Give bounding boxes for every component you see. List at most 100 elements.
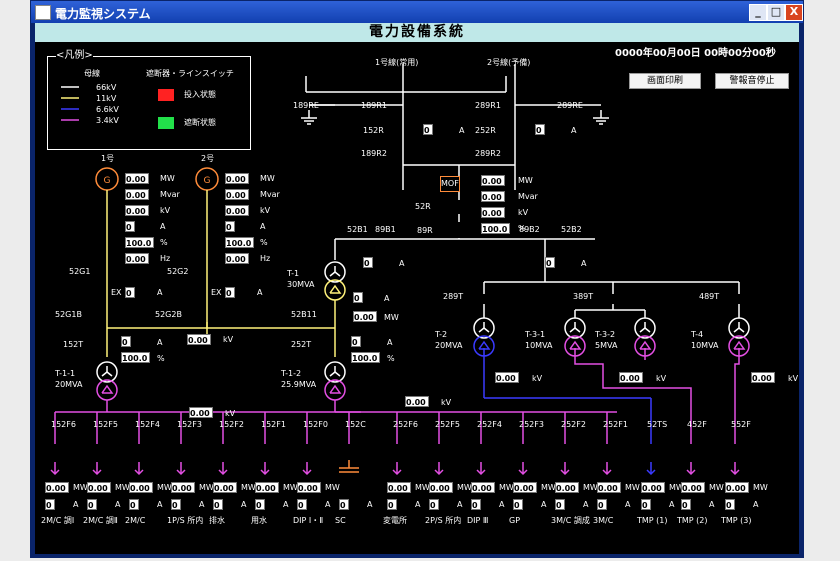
feeder-a-152C: 0	[339, 499, 349, 510]
close-button[interactable]: X	[785, 4, 803, 21]
unit-bus11-kV: kV	[223, 335, 234, 344]
feeder-arrow-head	[518, 469, 528, 476]
feeder-code-152F1: 152F1	[261, 420, 286, 429]
legend-line-66kv: 66kV	[96, 83, 117, 92]
legend-line-3kv: 3.4kV	[96, 116, 119, 125]
feeder-a-252F4: 0	[471, 499, 481, 510]
legend: <凡例> 母線 遮断器・ラインスイッチ 66kV 11kV 6.6kV 3.4k…	[47, 51, 251, 150]
gen2-value-2: 0.00	[225, 205, 249, 216]
value-T1-A: 0	[353, 292, 363, 303]
feeder-mw-unit-252F2: MW	[583, 483, 598, 492]
transformer-T11-primary	[96, 361, 118, 383]
transformer-T1-y	[329, 271, 336, 277]
label-89R: 89R	[417, 226, 433, 235]
gen2-unit-3: A	[260, 222, 266, 231]
meter-value-0: 0.00	[481, 175, 505, 186]
unit-252R-A: A	[571, 126, 577, 135]
feeder-arrow-head	[260, 469, 270, 476]
feeder-arrow-head	[302, 469, 312, 476]
feeder-code-52TS: 52TS	[647, 420, 668, 429]
legend-breaker-title: 遮断器・ラインスイッチ	[146, 69, 234, 78]
value-bus-left-kV: 0.00	[189, 407, 213, 418]
value-T1-MW: 0.00	[353, 311, 377, 322]
label-EX1: EX	[111, 288, 122, 297]
unit-52B1-A: A	[399, 259, 405, 268]
label-289R2: 289R2	[475, 149, 501, 158]
transformer-T11-y	[101, 371, 108, 377]
feeder-name-252F2: 3M/C 調成	[551, 516, 590, 525]
feeder-a-unit-152F5: A	[115, 500, 121, 509]
transformer-T2-y	[483, 327, 490, 333]
unit-T1-A: A	[384, 294, 390, 303]
feeder-a-252F2: 0	[555, 499, 565, 510]
feeder-code-152F3: 152F3	[177, 420, 202, 429]
gen1-unit-0: MW	[160, 174, 175, 183]
wire	[734, 348, 740, 444]
feeder-a-unit-252F1: A	[625, 500, 631, 509]
meter-unit-2: kV	[518, 208, 529, 217]
feeder-a-unit-52TS: A	[669, 500, 675, 509]
feeder-arrow-head	[176, 469, 186, 476]
feeder-mw-252F5: 0.00	[429, 482, 453, 493]
value-252T-P: 100.0	[351, 352, 381, 363]
legend-closed-label: 投入状態	[184, 90, 216, 99]
value-52B2-A: 0	[545, 257, 555, 268]
transformer-T31-delta	[569, 340, 582, 350]
unit-bus-left-kV: kV	[225, 409, 236, 418]
label-EX2: EX	[211, 288, 222, 297]
unit-bus-right-kV: kV	[441, 398, 452, 407]
legend-closed-swatch	[158, 89, 174, 101]
label-52G1: 52G1	[69, 267, 91, 276]
label-T12-cap: 25.9MVA	[281, 380, 317, 389]
label-189RE: 189RE	[293, 101, 319, 110]
value-bus11-kV: 0.00	[187, 334, 211, 345]
feeder-name-152F4: 2M/C	[125, 516, 146, 525]
feeder-arrow-head	[646, 469, 656, 476]
label-52G2: 52G2	[167, 267, 189, 276]
value-bus-right-kV: 0.00	[405, 396, 429, 407]
feeder-mw-unit-252F1: MW	[625, 483, 640, 492]
label-52B2: 52B2	[561, 225, 582, 234]
line1-label: 1号線(常用)	[375, 58, 419, 67]
gen1-unit-2: kV	[160, 206, 171, 215]
mof-box: MOF	[440, 176, 460, 192]
transformer-T4-delta	[733, 340, 746, 350]
label-489T: 489T	[699, 292, 720, 301]
feeder-mw-152F4: 0.00	[129, 482, 153, 493]
transformer-T12-primary	[324, 361, 346, 383]
transformer-T32-delta	[639, 340, 652, 350]
label-389T: 389T	[573, 292, 594, 301]
legend-line-6kv: 6.6kV	[96, 105, 119, 114]
feeder-mw-152F2: 0.00	[213, 482, 237, 493]
print-screen-button[interactable]: 画面印刷	[629, 73, 701, 89]
alarm-stop-button[interactable]: 警報音停止	[715, 73, 789, 89]
unit-152T-A: A	[157, 338, 163, 347]
feeder-name-152F5: 2M/C 調Ⅱ	[83, 516, 118, 525]
feeder-mw-unit-152F1: MW	[283, 483, 298, 492]
feeder-name-152F1: 用水	[251, 516, 267, 525]
feeder-arrow-head	[730, 469, 740, 476]
label-T2-cap: 20MVA	[435, 341, 463, 350]
label-T1: T-1	[287, 269, 300, 278]
gen1-value-5: 0.00	[125, 253, 149, 264]
gen2-title: 2号	[201, 154, 215, 163]
label-89B2: 89B2	[519, 225, 540, 234]
minimize-button[interactable]: _	[749, 4, 767, 21]
gen1-value-4: 100.0	[125, 237, 155, 248]
gen1-unit-4: %	[160, 238, 168, 247]
feeder-code-252F3: 252F3	[519, 420, 544, 429]
feeder-arrow-head	[560, 469, 570, 476]
gen2-value-3: 0	[225, 221, 235, 232]
label-52G2B: 52G2B	[155, 310, 182, 319]
label-289T: 289T	[443, 292, 464, 301]
label-52B11: 52B11	[291, 310, 317, 319]
feeder-mw-252F2: 0.00	[555, 482, 579, 493]
feeder-a-unit-152F1: A	[283, 500, 289, 509]
feeder-a-552F: 0	[725, 499, 735, 510]
maximize-button[interactable]: □	[767, 4, 785, 21]
feeder-a-152F2: 0	[213, 499, 223, 510]
legend-open-swatch	[158, 117, 174, 129]
value-252R-A: 0	[535, 124, 545, 135]
label-T32-cap: 5MVA	[595, 341, 618, 350]
gen2-value-4: 100.0	[225, 237, 255, 248]
